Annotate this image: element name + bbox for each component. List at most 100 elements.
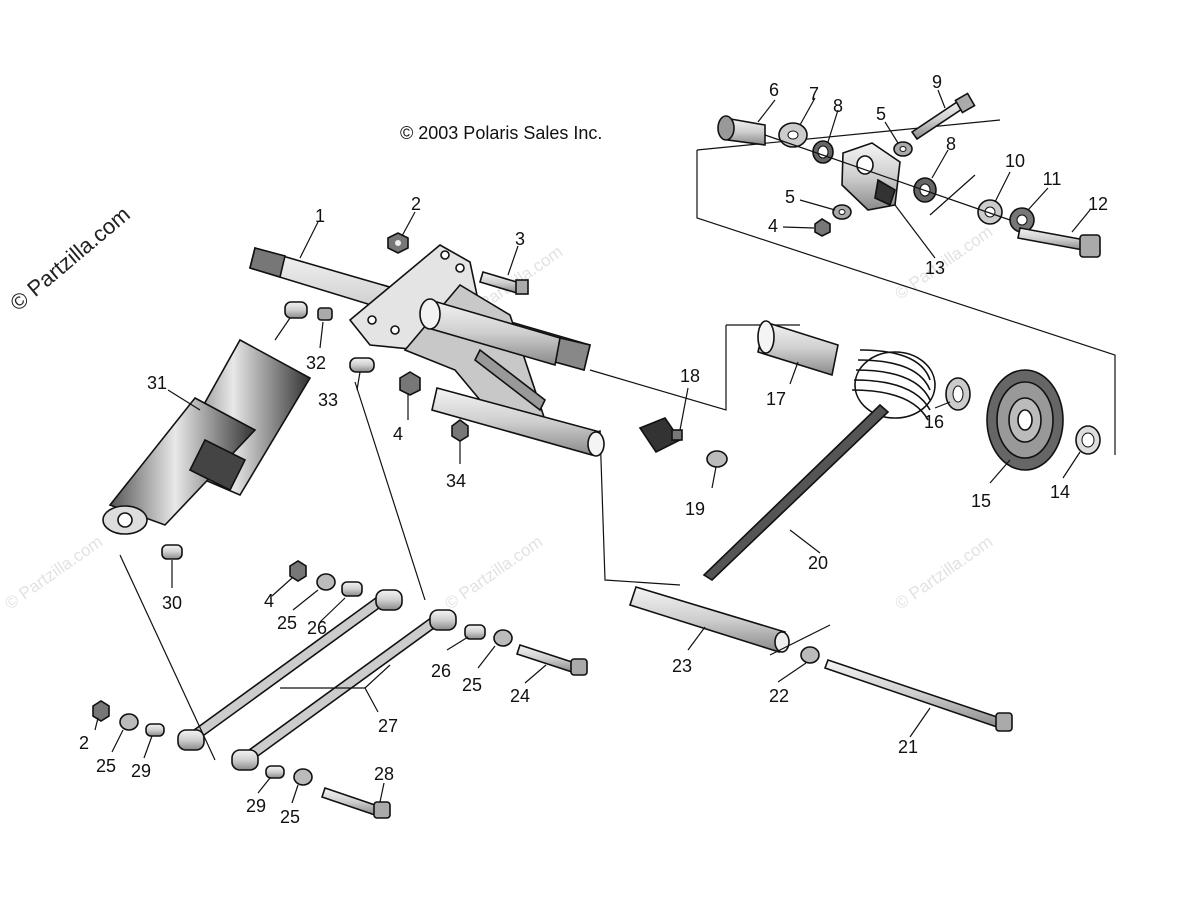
callout-25c: 25 [96, 756, 116, 776]
callout-5: 5 [876, 104, 886, 124]
callout-24: 24 [510, 686, 530, 706]
part-25-washer [316, 573, 336, 591]
part-3-bolt [479, 271, 529, 295]
part-20-spring [702, 349, 936, 582]
part-6-bushing [717, 115, 766, 146]
part-33-bushing [349, 357, 375, 373]
callout-19: 19 [685, 499, 705, 519]
part-22-washer [800, 646, 820, 664]
part-27-rods [177, 589, 457, 771]
callout-5b: 5 [785, 187, 795, 207]
part-16-washer [945, 377, 971, 411]
callout-4b: 4 [768, 216, 778, 236]
callout-21: 21 [898, 737, 918, 757]
callout-33: 33 [318, 390, 338, 410]
callout-4: 4 [393, 424, 403, 444]
part-15-pulley [986, 369, 1064, 471]
bracket-line [696, 119, 1001, 151]
part-32-pin [317, 307, 333, 321]
callout-1: 1 [315, 206, 325, 226]
part-13-arm [841, 142, 901, 211]
part-30-bushing [161, 544, 183, 560]
part-swing-arm [348, 244, 605, 457]
callout-14: 14 [1050, 482, 1070, 502]
part-25-washer [119, 713, 139, 731]
parts [92, 92, 1116, 819]
part-24-bolt [515, 643, 588, 676]
callout-3: 3 [515, 229, 525, 249]
part-19-washer [706, 450, 728, 468]
watermark-faint: © Partzilla.com [1, 532, 106, 613]
callout-2: 2 [411, 194, 421, 214]
callout-10: 10 [1005, 151, 1025, 171]
callout-26b: 26 [431, 661, 451, 681]
part-8-bushing-a [812, 140, 834, 164]
watermark-faint: © Partzilla.com [441, 532, 546, 613]
watermark-faint: © Partzilla.com [891, 532, 996, 613]
callout-26a: 26 [307, 618, 327, 638]
bracket-line [696, 150, 1116, 455]
leader-lines [94, 89, 1091, 804]
axis-line [354, 381, 426, 601]
callout-8: 8 [833, 96, 843, 116]
watermark-main: © Partzilla.com [5, 201, 135, 315]
callout-11: 11 [1043, 169, 1062, 189]
callout-15: 15 [971, 491, 991, 511]
part-17-sleeve [757, 320, 839, 377]
callout-labels: 1 2 3 4 34 32 33 31 30 17 18 19 20 16 15… [79, 72, 1108, 827]
callout-25b: 25 [462, 675, 482, 695]
part-25-washer [293, 768, 313, 786]
bracket-line [599, 429, 681, 586]
copyright-text: © 2003 Polaris Sales Inc. [400, 123, 602, 143]
callout-8b: 8 [946, 134, 956, 154]
callout-32: 32 [306, 353, 326, 373]
part-26-bushing [464, 624, 486, 640]
part-10-washer [977, 199, 1003, 225]
part-29-bushing [265, 765, 285, 779]
callout-23: 23 [672, 656, 692, 676]
part-4-nut-lower [289, 560, 307, 582]
callout-28: 28 [374, 764, 394, 784]
part-5-washer-a [893, 141, 913, 157]
part-5-washer-b [832, 204, 852, 220]
part-9-bolt [910, 92, 976, 141]
part-18-bumper [638, 417, 683, 454]
callout-20: 20 [808, 553, 828, 573]
callout-17: 17 [766, 389, 786, 409]
callout-22: 22 [769, 686, 789, 706]
callout-29a: 29 [131, 761, 151, 781]
part-23-tube [628, 586, 790, 654]
part-26-bushing [341, 581, 363, 597]
part-25-washer [493, 629, 513, 647]
axis-line [769, 624, 831, 656]
part-12-bolt [1017, 227, 1101, 258]
callout-25d: 25 [280, 807, 300, 827]
callout-7: 7 [809, 84, 819, 104]
callout-12: 12 [1088, 194, 1108, 214]
part-21-bolt [823, 658, 1013, 732]
callout-4c: 4 [264, 591, 274, 611]
callout-6: 6 [769, 80, 779, 100]
part-4-nut [399, 371, 421, 396]
part-29-bushing [145, 723, 165, 737]
axis-line [119, 554, 216, 761]
part-2-nut [387, 232, 409, 254]
axis-line [764, 134, 1011, 221]
callout-29b: 29 [246, 796, 266, 816]
callout-2b: 2 [79, 733, 89, 753]
callout-18: 18 [680, 366, 700, 386]
part-7-washer [778, 122, 808, 148]
callout-25a: 25 [277, 613, 297, 633]
callout-16: 16 [924, 412, 944, 432]
axis-line [929, 174, 976, 216]
part-2-nut-lower [92, 700, 110, 722]
callout-30: 30 [162, 593, 182, 613]
part-28-bolt [320, 786, 391, 819]
part-14-bushing [1075, 425, 1101, 455]
callout-13: 13 [925, 258, 945, 278]
callout-9: 9 [932, 72, 942, 92]
part-34-nut [451, 419, 469, 442]
callout-31: 31 [147, 373, 167, 393]
part-4-nut-upper [814, 218, 831, 237]
